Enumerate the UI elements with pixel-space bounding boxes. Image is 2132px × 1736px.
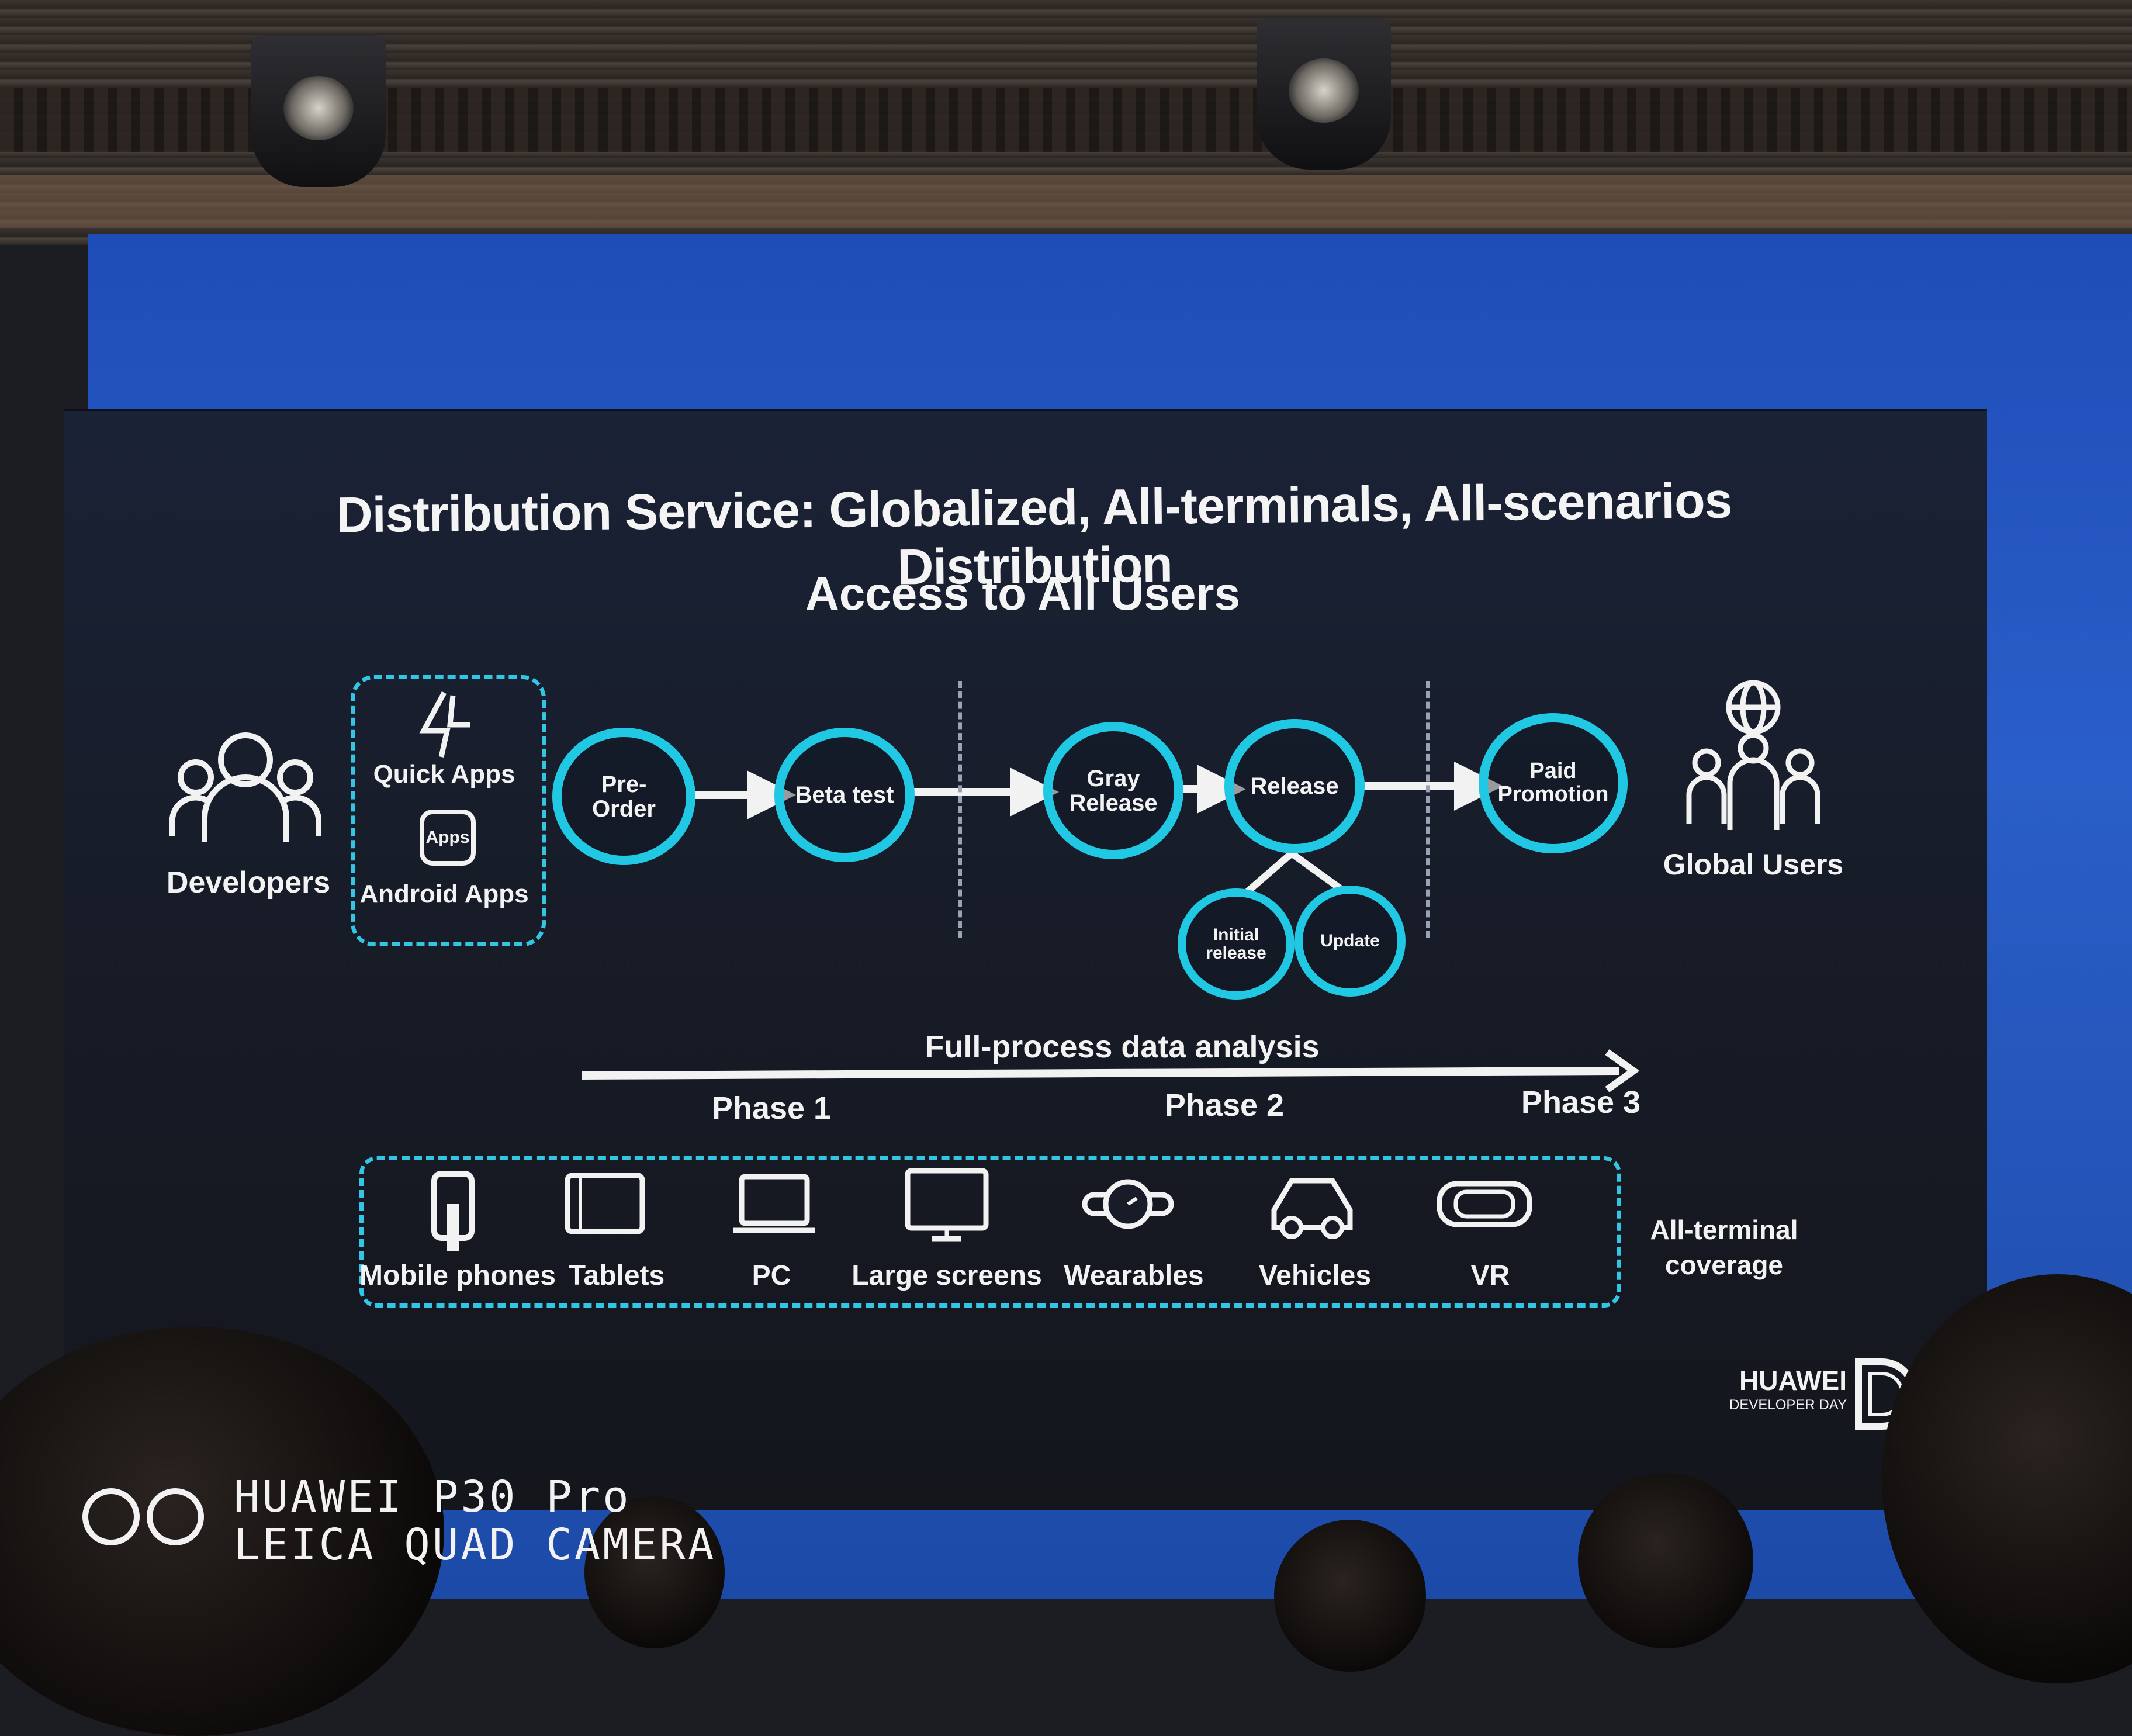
vr-headset-icon (1437, 1181, 1532, 1227)
analysis-arrow-head (1605, 1049, 1640, 1092)
phase-2-label: Phase 2 (1164, 1088, 1285, 1123)
terminals-box (359, 1156, 1621, 1308)
global-users-label: Global Users (1663, 848, 1844, 881)
slide-subtitle: Access to All Users (805, 568, 1241, 620)
android-apps-icon: Apps (420, 810, 476, 866)
audience-head-4 (1274, 1520, 1426, 1672)
quick-apps-icon (419, 691, 470, 758)
all-terminal-coverage-label: All-terminal coverage (1650, 1215, 1798, 1280)
global-users-icon (1686, 680, 1820, 830)
pc-label: PC (752, 1260, 791, 1291)
quick-apps-label: Quick Apps (373, 760, 515, 789)
large-screens-label: Large screens (852, 1260, 1042, 1291)
stage-light-left (251, 35, 386, 187)
large-screen-icon (905, 1168, 989, 1242)
analysis-arrow-line (581, 1067, 1619, 1080)
data-analysis-label: Full-process data analysis (925, 1029, 1320, 1064)
pc-icon (733, 1174, 815, 1233)
vr-label: VR (1470, 1260, 1510, 1291)
phase-divider-2 (1426, 681, 1430, 938)
developers-icon (169, 732, 321, 842)
vehicle-icon (1271, 1178, 1353, 1239)
app-types-box (351, 675, 546, 946)
vehicles-label: Vehicles (1258, 1260, 1372, 1291)
mobile-phones-label: Mobile phones (359, 1260, 556, 1291)
mobile-phone-icon (431, 1171, 475, 1251)
tablets-label: Tablets (568, 1260, 665, 1291)
gray-release-node: Gray Release (1043, 722, 1183, 859)
phase-1-label: Phase 1 (711, 1091, 832, 1126)
update-node: Update (1295, 886, 1406, 997)
watermark-line2: LEICA QUAD CAMERA (234, 1520, 717, 1570)
phase-divider-1 (958, 681, 962, 938)
paid-promotion-node: Paid Promotion (1479, 713, 1628, 853)
release-node: Release (1224, 719, 1365, 853)
tablet-icon (565, 1173, 645, 1234)
pre-order-node: Pre- Order (552, 728, 695, 865)
ceiling-band (0, 175, 2132, 228)
pipeline-arrows (581, 762, 1640, 1092)
audience-head-3 (1578, 1473, 1753, 1648)
developer-day-text: DEVELOPER DAY (1729, 1397, 1847, 1413)
beta-test-node: Beta test (774, 728, 915, 862)
phase-3-label: Phase 3 (1521, 1085, 1641, 1120)
android-apps-label: Android Apps (359, 880, 529, 908)
wearables-label: Wearables (1064, 1260, 1204, 1291)
initial-release-node: Initial release (1178, 888, 1295, 1000)
watermark-line1: HUAWEI P30 Pro (234, 1472, 631, 1522)
wearable-icon (1082, 1179, 1174, 1229)
projection-screen (64, 409, 1987, 1510)
camera-lens-logo (82, 1488, 204, 1545)
developers-label: Developers (166, 866, 331, 900)
huawei-logo-text: HUAWEI (1739, 1365, 1847, 1396)
stage-light-right (1257, 18, 1391, 170)
